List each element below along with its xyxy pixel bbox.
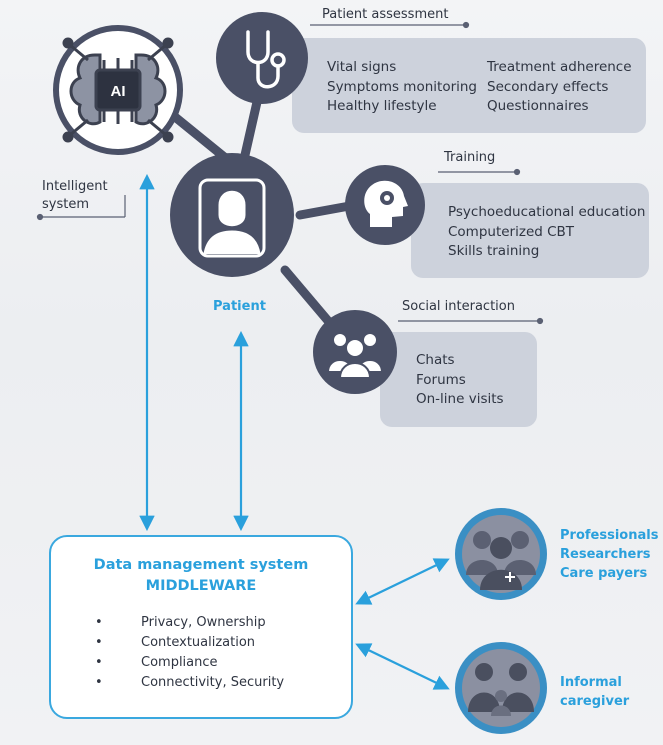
middleware-title-line2: MIDDLEWARE — [145, 578, 257, 594]
middleware-title-line1: Data management system — [93, 557, 309, 573]
ai-node: AI — [53, 25, 183, 155]
assessment-col1: Vital signs Symptoms monitoring Healthy … — [327, 58, 477, 117]
training-node — [345, 165, 425, 245]
assessment-title: Patient assessment — [322, 7, 449, 22]
professionals-icon — [466, 531, 536, 590]
patient-node — [170, 153, 294, 277]
social-title: Social interaction — [402, 299, 515, 314]
training-title: Training — [444, 150, 496, 165]
intelligent-system-line2: system — [42, 197, 89, 212]
patient-avatar-icon — [198, 178, 266, 258]
middleware-bullets: Privacy, Ownership Contextualization Com… — [95, 613, 284, 693]
middleware-box: Data management system MIDDLEWARE Privac… — [49, 535, 353, 719]
middleware-bullet: Connectivity, Security — [95, 673, 284, 693]
stakeholder-line: Researchers — [560, 547, 651, 562]
ai-chip-label: AI — [111, 83, 126, 100]
assessment-item: Questionnaires — [487, 98, 589, 114]
pointer-lines — [36, 21, 544, 325]
intelligent-system-label: Intelligent system — [42, 178, 108, 214]
social-item: Chats — [416, 352, 455, 368]
stakeholder-line: caregiver — [560, 694, 630, 709]
assessment-item: Symptoms monitoring — [327, 78, 478, 95]
caregiver-node — [455, 642, 547, 734]
stakeholder-line: Professionals — [560, 528, 659, 543]
group-icon — [326, 332, 384, 379]
social-list: Chats Forums On-line visits — [416, 351, 504, 410]
social-item: On-line visits — [416, 391, 504, 407]
assessment-item: Treatment adherence — [487, 59, 632, 75]
intelligent-system-line1: Intelligent — [42, 179, 108, 194]
training-item: Skills training — [448, 243, 540, 259]
caregiver-label: Informal caregiver — [560, 673, 629, 711]
assessment-panel — [292, 38, 646, 133]
arrows — [139, 173, 450, 690]
training-list: Psychoeducational education Computerized… — [448, 203, 645, 262]
ai-brain-icon — [62, 37, 174, 143]
social-item: Forums — [416, 371, 466, 388]
assessment-node — [216, 12, 308, 104]
head-gear-icon — [364, 180, 408, 227]
training-item: Psychoeducational education — [448, 204, 646, 220]
middleware-bullet: Privacy, Ownership — [95, 613, 284, 633]
family-icon — [468, 663, 534, 716]
assessment-item: Secondary effects — [487, 78, 609, 95]
patient-label: Patient — [213, 299, 266, 314]
middleware-bullet: Compliance — [95, 653, 284, 673]
middleware-bullet: Contextualization — [95, 633, 284, 653]
arrow-middleware-caregiver — [355, 643, 450, 690]
professionals-label: Professionals Researchers Care payers — [560, 526, 658, 583]
training-item: Computerized CBT — [448, 223, 575, 240]
social-panel — [380, 332, 537, 427]
assessment-col2: Treatment adherence Secondary effects Qu… — [487, 58, 632, 117]
social-node — [313, 310, 397, 394]
stakeholder-line: Care payers — [560, 566, 648, 581]
stakeholder-line: Informal — [560, 675, 622, 690]
assessment-item: Healthy lifestyle — [327, 98, 437, 114]
arrow-middleware-professionals — [355, 558, 450, 605]
stethoscope-icon — [246, 30, 286, 89]
professionals-node — [455, 508, 547, 600]
training-panel — [411, 183, 649, 278]
assessment-item: Vital signs — [327, 59, 397, 75]
